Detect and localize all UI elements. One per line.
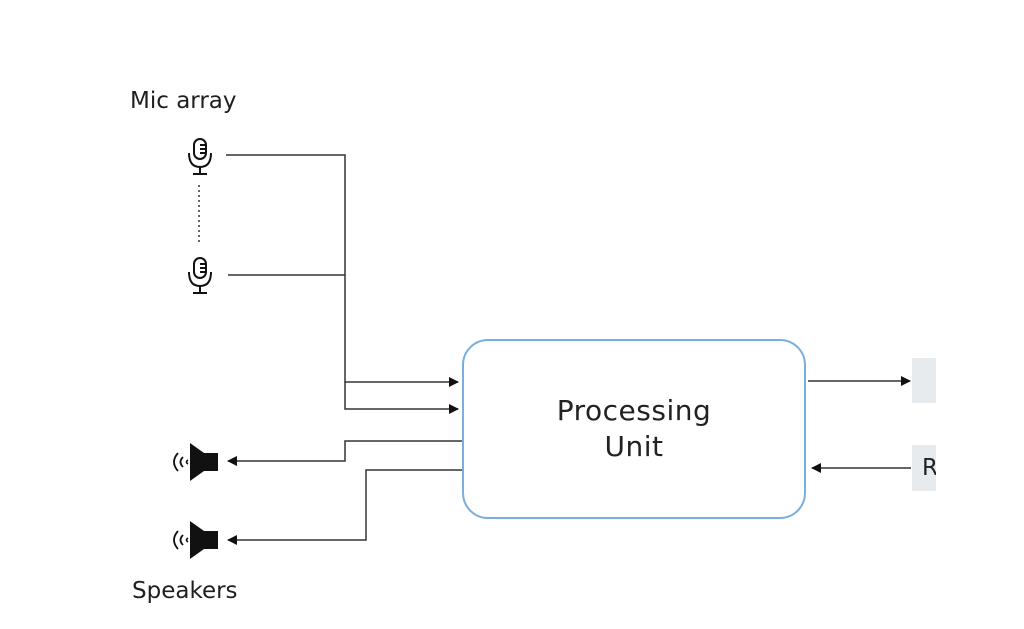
mic1-line [226, 154, 459, 387]
output-box-partial [912, 358, 936, 403]
mic-merge-line [344, 382, 459, 414]
microphone-icon [188, 138, 212, 175]
microphone-icon [188, 257, 212, 294]
reference-box-partial: R [912, 445, 936, 491]
processing-unit-label-line1: Processing [556, 394, 712, 427]
processing-unit-label-line2: Unit [604, 430, 664, 463]
speaker-icon [173, 521, 218, 559]
speakers-label: Speakers [132, 578, 238, 604]
speaker-icon [173, 443, 218, 481]
speaker2-line [227, 469, 462, 545]
speaker1-line [227, 440, 462, 466]
mic-array-label: Mic array [130, 88, 237, 114]
processing-unit-box: Processing Unit [462, 339, 806, 519]
